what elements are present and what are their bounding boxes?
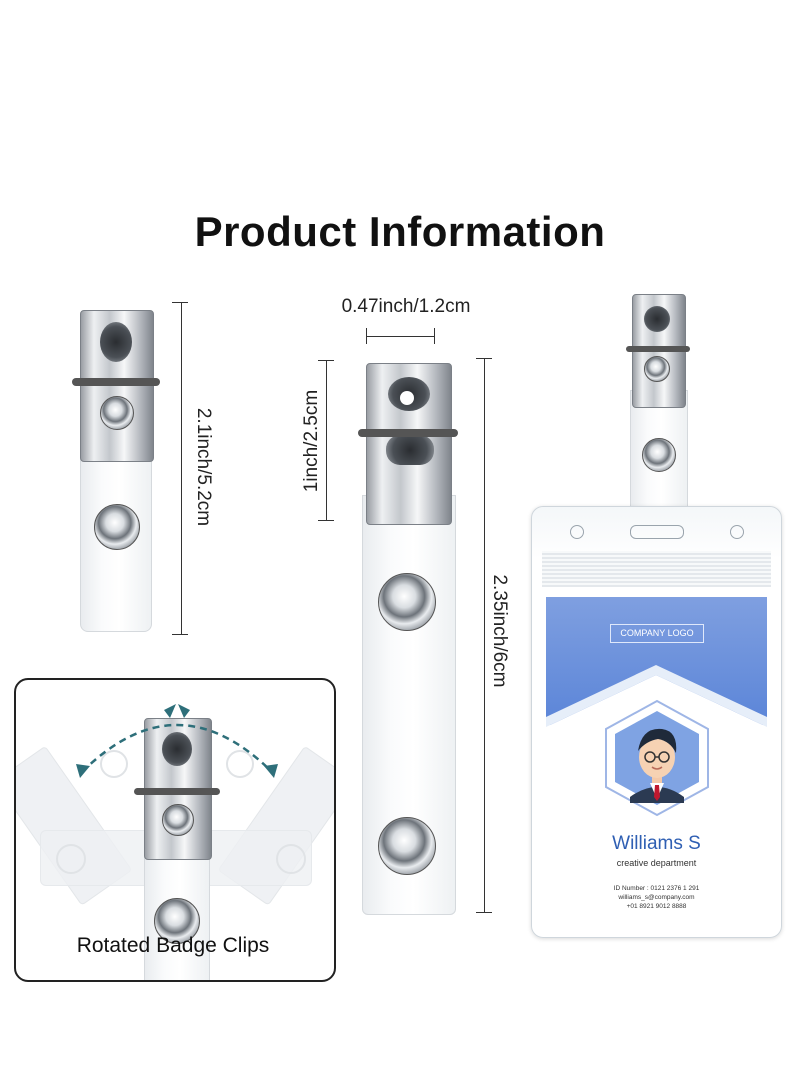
slot-hole-right: [730, 525, 744, 539]
avatar: [605, 699, 709, 817]
left-height-label: 2.1inch/5.2cm: [193, 407, 214, 527]
clip-strap: [362, 495, 456, 915]
clip-hole: [162, 732, 192, 766]
clip-pin: [626, 346, 690, 352]
id-card: COMPANY LOGO Williams S creative departm…: [546, 597, 767, 915]
faded-hole: [56, 844, 86, 874]
clip-pin: [358, 429, 458, 437]
strap-snap: [94, 504, 140, 550]
clip-hole: [644, 306, 670, 332]
company-logo: COMPANY LOGO: [610, 624, 704, 643]
page-title: Product Information: [194, 208, 606, 255]
card-department: creative department: [616, 858, 697, 868]
slot-hole-center: [630, 525, 684, 539]
strap-snap: [154, 898, 200, 944]
strap-snap-top: [378, 573, 436, 631]
left-badge-clip: [60, 300, 170, 640]
clip-rivet: [644, 356, 670, 382]
slot-hole-left: [570, 525, 584, 539]
center-badge-clip: [350, 355, 460, 915]
faded-hole: [226, 750, 254, 778]
clip-rivet: [162, 804, 194, 836]
right-badge-clip: [624, 290, 694, 532]
card-phone: +01 8921 9012 8888: [626, 903, 687, 910]
strap-snap-bottom: [378, 817, 436, 875]
clip-pin: [72, 378, 160, 386]
card-email: williams_s@company.com: [618, 894, 695, 901]
card-name: Williams S: [612, 833, 701, 854]
faded-hole: [100, 750, 128, 778]
rotated-clips-panel: [14, 678, 336, 982]
strap-snap: [642, 438, 676, 472]
clip-pin: [134, 788, 220, 795]
clip-hole-highlight: [400, 391, 414, 405]
rotation-arrow-icon: [76, 704, 278, 778]
clip-hole: [100, 322, 132, 362]
zip-seal: [542, 551, 771, 587]
clip-height-label: 1inch/2.5cm: [301, 389, 322, 493]
width-label: 0.47inch/1.2cm: [341, 296, 471, 317]
clip-slot: [386, 435, 434, 465]
inset-caption: Rotated Badge Clips: [76, 934, 270, 957]
faded-hole: [276, 844, 306, 874]
clip-rivet: [100, 396, 134, 430]
total-height-label: 2.35inch/6cm: [489, 574, 510, 688]
card-id-number: ID Number : 0121 2376 1 291: [613, 885, 700, 892]
